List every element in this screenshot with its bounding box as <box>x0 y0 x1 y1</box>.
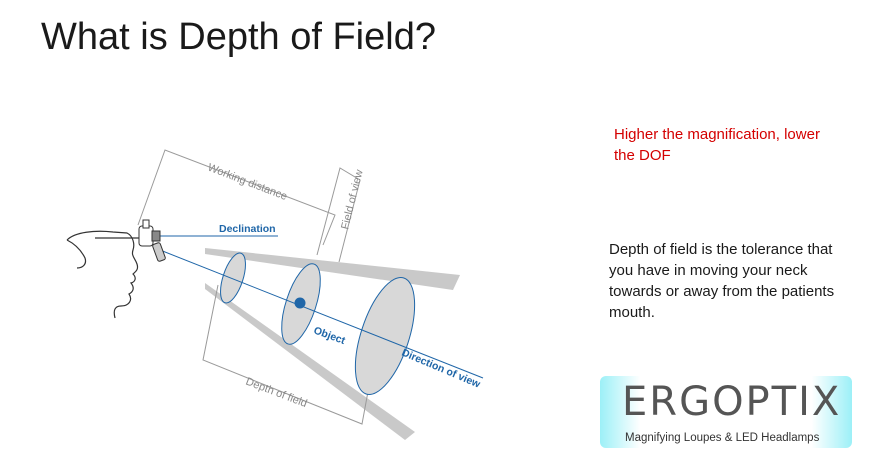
logo-tagline: Magnifying Loupes & LED Headlamps <box>625 432 820 444</box>
head-profile-icon <box>66 230 143 319</box>
logo-background <box>600 376 852 448</box>
depth-of-field-label: Depth of field <box>244 376 309 410</box>
object-point <box>294 297 306 309</box>
logo-wordmark: ERGOPTIX <box>622 379 842 425</box>
working-distance-label: Working distance <box>206 162 289 203</box>
field-of-view-label: Field of view <box>339 168 365 230</box>
far-field-ellipse <box>354 277 416 395</box>
direction-of-view-line <box>159 249 484 379</box>
definition-note: Depth of field is the tolerance that you… <box>609 241 835 321</box>
near-field-ellipse <box>220 252 246 304</box>
lower-cone-band <box>205 283 415 440</box>
magnification-note: Higher the magnification, lower the DOF <box>614 126 820 164</box>
field-of-view-bracket <box>316 167 361 263</box>
depth-of-field-diagram: Working distance Field of view Depth of … <box>66 149 484 440</box>
ergoptix-logo: ERGOPTIX Magnifying Loupes & LED Headlam… <box>600 372 852 454</box>
loupe-icon <box>138 219 166 262</box>
declination-label: Declination <box>219 223 276 235</box>
working-distance-bracket <box>137 149 336 246</box>
slide-title: What is Depth of Field? <box>41 16 436 58</box>
direction-of-view-label: Direction of view <box>400 347 483 391</box>
object-label: Object <box>312 325 347 348</box>
